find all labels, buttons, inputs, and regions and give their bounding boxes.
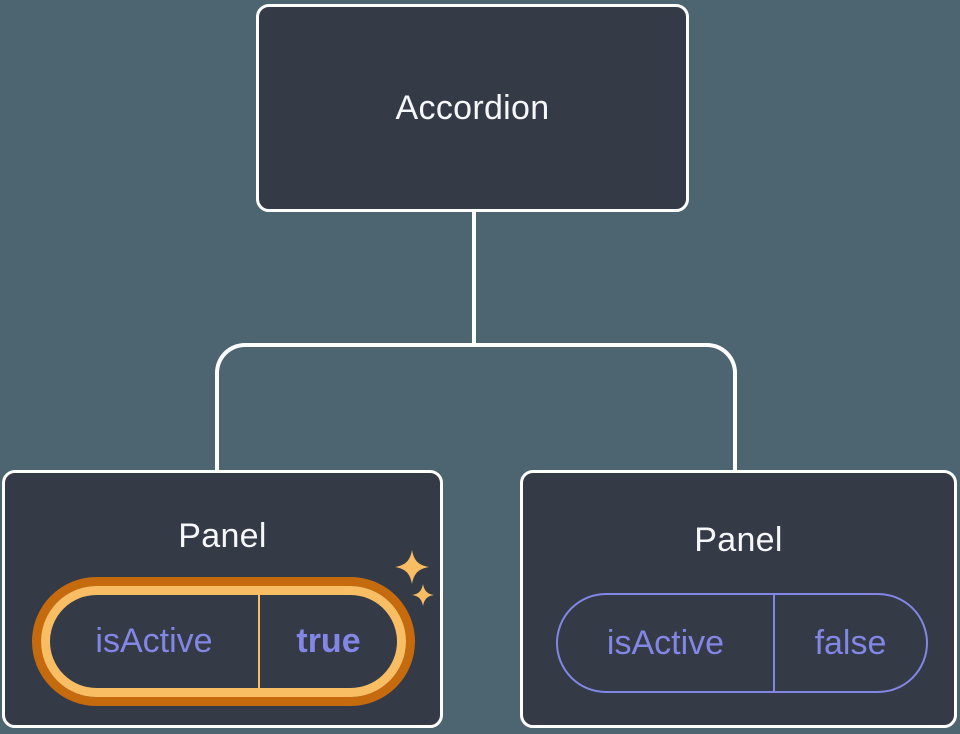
node-accordion-label: Accordion — [395, 88, 550, 127]
state-key-label: isActive — [606, 623, 725, 662]
node-panel-inactive-label: Panel — [694, 521, 783, 559]
state-key-cell: isActive — [558, 595, 773, 691]
state-pill-inactive: isActive false — [556, 593, 928, 693]
node-panel-inactive: Panel isActive false — [520, 470, 957, 728]
sparkles-icon — [395, 550, 434, 606]
pill-divider — [773, 595, 775, 691]
node-panel-active: Panel isActive true — [2, 470, 443, 728]
state-value-cell: false — [775, 595, 926, 691]
node-accordion: Accordion — [256, 4, 689, 212]
state-value-label: false — [814, 623, 887, 662]
connector-branch-bracket — [215, 343, 737, 470]
connector-stem — [472, 210, 476, 347]
state-pill-active-inner: isActive true — [41, 586, 406, 697]
pill-divider — [258, 595, 260, 688]
state-key-label: isActive — [95, 622, 213, 660]
state-key-cell: isActive — [50, 595, 258, 688]
state-value-cell: true — [260, 595, 397, 688]
state-value-label: true — [296, 622, 361, 660]
state-pill-active: isActive true — [32, 577, 415, 706]
node-panel-active-label: Panel — [178, 517, 267, 555]
